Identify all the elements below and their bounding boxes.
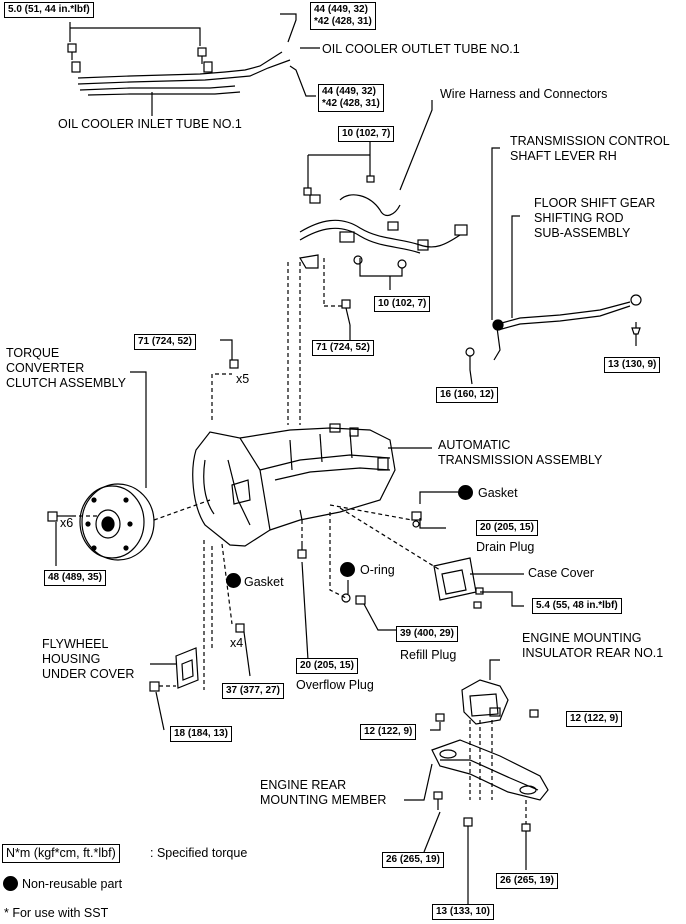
- oil-cooler-tubes: [71, 51, 291, 96]
- torque-outlet-tube: 44 (449, 32) *42 (428, 31): [310, 2, 376, 30]
- legend-torque-desc: : Specified torque: [150, 846, 248, 860]
- torque-harness-top: 10 (102, 7): [338, 126, 395, 142]
- label-floor-shift: FLOOR SHIFT GEAR SHIFTING ROD SUB-ASSEMB…: [534, 196, 655, 241]
- non-reusable-dot-o-ring: [340, 562, 355, 577]
- engine-rear-mounting-member: [431, 739, 549, 801]
- insulator-bolt-left: [435, 713, 445, 722]
- label-engine-rear-member-line1: ENGINE REAR: [260, 778, 347, 792]
- label-case-cover: Case Cover: [528, 566, 594, 580]
- harness-bolts-bottom: [353, 255, 407, 269]
- overflow-plug: [297, 542, 307, 559]
- label-floor-shift-line3: SUB-ASSEMBLY: [534, 226, 631, 240]
- label-oil-cooler-outlet: OIL COOLER OUTLET TUBE NO.1: [322, 42, 520, 56]
- legend-sst-note: * For use with SST: [4, 906, 109, 920]
- label-floor-shift-line1: FLOOR SHIFT GEAR: [534, 196, 656, 210]
- torque-drain-plug: 20 (205, 15): [476, 520, 538, 536]
- torque-refill-plug: 39 (400, 29): [396, 626, 458, 642]
- torque-member-center: 13 (133, 10): [432, 904, 494, 920]
- member-bolt-center: [463, 817, 473, 827]
- bellhousing-bolt: [229, 346, 239, 369]
- label-overflow-plug: Overflow Plug: [296, 678, 374, 692]
- label-o-ring: O-ring: [360, 563, 395, 577]
- torque-member-right: 26 (265, 19): [496, 873, 558, 889]
- label-drain-plug: Drain Plug: [476, 540, 535, 554]
- member-bolt-right: [521, 823, 531, 870]
- label-floor-shift-line2: SHIFTING ROD: [534, 211, 624, 225]
- torque-insulator-right: 12 (122, 9): [566, 711, 623, 727]
- label-engine-mount: ENGINE MOUNTING INSULATOR REAR NO.1: [522, 631, 663, 661]
- x4-bolt: [235, 623, 245, 633]
- converter-bolt: [47, 511, 72, 566]
- harness-bolt-left: [303, 187, 312, 196]
- torque-bracket-bolt: 71 (724, 52): [312, 340, 374, 356]
- wire-harness: [299, 194, 468, 269]
- torque-harness-bottom: 10 (102, 7): [374, 296, 431, 312]
- torque-under-cover: 18 (184, 13): [170, 726, 232, 742]
- legend-non-reusable-dot: [3, 876, 18, 891]
- torque-inlet-tube: 44 (449, 32) *42 (428, 31): [318, 84, 384, 112]
- label-x5: x5: [236, 372, 250, 386]
- label-trans-lever: TRANSMISSION CONTROL SHAFT LEVER RH: [510, 134, 670, 164]
- legend-torque-unit: N*m (kgf*cm, ft.*lbf): [2, 844, 120, 863]
- label-torque-converter-line2: CONVERTER: [6, 361, 85, 375]
- torque-inlet-tube-sst: *42 (428, 31): [322, 98, 380, 109]
- torque-pipe-clamp: 5.0 (51, 44 in.*lbf): [4, 2, 94, 18]
- label-torque-converter-line1: TORQUE: [6, 346, 60, 360]
- non-reusable-dot-drain-gasket: [458, 485, 473, 500]
- case-cover: [433, 557, 484, 609]
- label-auto-trans: AUTOMATIC TRANSMISSION ASSEMBLY: [438, 438, 602, 468]
- flywheel-under-cover: [175, 647, 199, 689]
- label-trans-lever-line1: TRANSMISSION CONTROL: [510, 134, 670, 148]
- insulator-bolt-right: [529, 709, 539, 718]
- label-flywheel-cover-line2: HOUSING: [42, 652, 101, 666]
- label-refill-plug: Refill Plug: [400, 648, 457, 662]
- drain-plug: [411, 511, 422, 528]
- label-gasket-drain: Gasket: [478, 486, 518, 500]
- torque-member-left: 26 (265, 19): [382, 852, 444, 868]
- torque-outlet-tube-sst: *42 (428, 31): [314, 16, 372, 27]
- non-reusable-dot-overflow-gasket: [226, 573, 241, 588]
- label-wire-harness: Wire Harness and Connectors: [440, 87, 608, 101]
- label-engine-mount-line2: INSULATOR REAR NO.1: [522, 646, 664, 660]
- torque-converter-bolt: 48 (489, 35): [44, 570, 106, 586]
- label-engine-rear-member-line2: MOUNTING MEMBER: [260, 793, 387, 807]
- label-engine-rear-member: ENGINE REAR MOUNTING MEMBER: [260, 778, 386, 808]
- label-trans-lever-line2: SHAFT LEVER RH: [510, 149, 617, 163]
- refill-plug: [341, 593, 366, 605]
- label-flywheel-cover-line3: UNDER COVER: [42, 667, 135, 681]
- torque-insulator-left: 12 (122, 9): [360, 724, 417, 740]
- harness-bolt-top: [366, 175, 375, 183]
- label-auto-trans-line1: AUTOMATIC: [438, 438, 511, 452]
- torque-inlet-tube-std: 44 (449, 32): [322, 86, 376, 97]
- label-flywheel-cover-line1: FLYWHEEL: [42, 637, 109, 651]
- bracket-bolt: [341, 299, 351, 340]
- engine-mount-insulator: [461, 679, 509, 725]
- label-flywheel-cover: FLYWHEEL HOUSING UNDER COVER: [42, 637, 134, 682]
- under-cover-bolt: [149, 681, 176, 692]
- label-engine-mount-line1: ENGINE MOUNTING: [522, 631, 642, 645]
- label-auto-trans-line2: TRANSMISSION ASSEMBLY: [438, 453, 603, 467]
- label-gasket-overflow: Gasket: [244, 575, 284, 589]
- tube-clamp-bolt-right: [197, 47, 207, 64]
- label-torque-converter-line3: CLUTCH ASSEMBLY: [6, 376, 126, 390]
- torque-case-cover: 5.4 (55, 48 in.*lbf): [532, 598, 622, 614]
- legend-non-reusable: Non-reusable part: [22, 877, 123, 891]
- tube-clamp-bolt-left: [67, 43, 77, 60]
- member-bolt-left: [433, 791, 443, 810]
- torque-bellhousing: 71 (724, 52): [134, 334, 196, 350]
- transmission-body: [192, 423, 396, 547]
- shift-rod-assembly: [465, 294, 642, 361]
- torque-overflow-plug: 20 (205, 15): [296, 658, 358, 674]
- label-x6: x6: [60, 516, 74, 530]
- torque-lever-rh: 16 (160, 12): [436, 387, 498, 403]
- label-oil-cooler-inlet: OIL COOLER INLET TUBE NO.1: [58, 117, 242, 131]
- torque-lever-nut: 13 (130, 9): [604, 357, 661, 373]
- torque-outlet-tube-std: 44 (449, 32): [314, 4, 368, 15]
- label-torque-converter: TORQUE CONVERTER CLUTCH ASSEMBLY: [6, 346, 126, 391]
- torque-x4-bolt: 37 (377, 27): [222, 683, 284, 699]
- torque-converter: [79, 483, 155, 561]
- label-x4: x4: [230, 636, 244, 650]
